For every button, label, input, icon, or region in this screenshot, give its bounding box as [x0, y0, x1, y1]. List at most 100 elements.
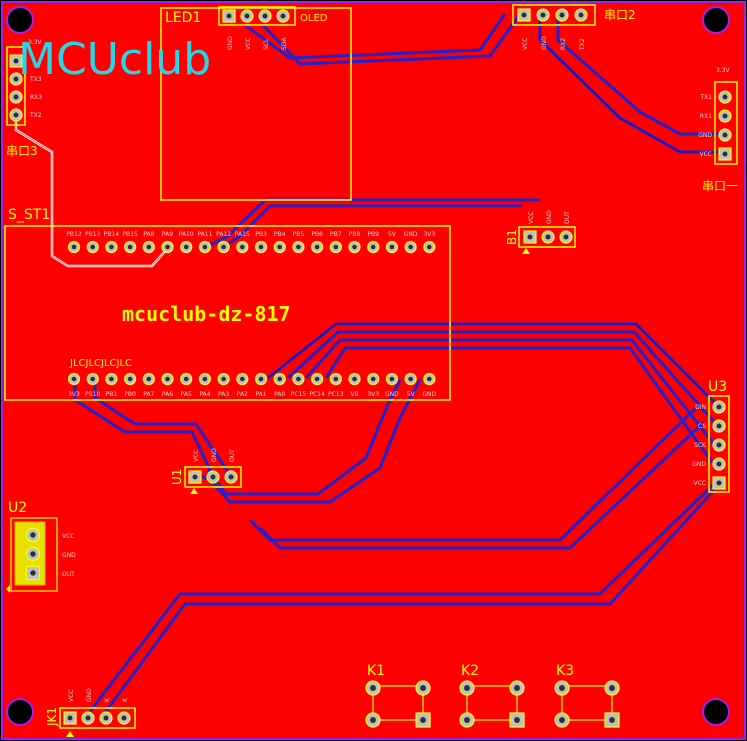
pad: [142, 240, 155, 254]
pin-label: PB12: [66, 231, 82, 238]
serial3-pads: [9, 54, 23, 122]
pad: [161, 372, 174, 386]
pin-label: GND: [541, 36, 548, 50]
pad: [385, 240, 398, 254]
pad: [404, 240, 417, 254]
pad: [509, 680, 525, 696]
push-button-k1: K1: [365, 663, 431, 728]
u2-pads: [25, 527, 41, 581]
pin-label: PA5: [181, 391, 192, 398]
pin-label: SCL: [263, 38, 270, 50]
pad: [222, 9, 236, 23]
mcu-designator: S_ST1: [8, 207, 50, 223]
button-outline: [561, 685, 613, 721]
pin-label: GND: [422, 391, 436, 398]
pin-label: PA10: [179, 231, 194, 238]
pad: [574, 8, 588, 22]
pad: [105, 372, 118, 386]
trace: [102, 486, 718, 715]
pin-label: PA0: [274, 391, 285, 398]
pad: [554, 712, 570, 728]
pin-label: TX1: [699, 94, 712, 101]
pad: [9, 90, 23, 104]
pin-label: PA6: [162, 391, 173, 398]
pad: [718, 109, 732, 123]
pin-label: 5V: [407, 391, 416, 398]
trace: [258, 420, 706, 550]
pad: [124, 372, 137, 386]
pad: [311, 240, 324, 254]
pad: [718, 147, 732, 161]
pad: [712, 457, 726, 471]
pin-label: PA9: [162, 231, 173, 238]
pin-label: VCC: [193, 450, 200, 462]
pad: [117, 711, 131, 725]
trace-centerlines: [267, 14, 724, 407]
mcu-top-pads: [67, 240, 436, 254]
b1-header-outline: [518, 226, 576, 248]
pin-label: PB1: [106, 391, 118, 398]
pin-label: TX2: [29, 112, 42, 119]
pin-label: SDA: [281, 37, 288, 50]
pin-label: PB4: [274, 231, 286, 238]
logo: MCUclub: [18, 34, 211, 85]
trace: [539, 14, 724, 153]
pin-label: PA12: [216, 231, 231, 238]
pad: [348, 372, 361, 386]
pad: [240, 9, 254, 23]
pin-label: RX1: [700, 113, 712, 120]
serial2-pads: [517, 8, 588, 22]
pin-label: PA15: [235, 231, 250, 238]
pad: [536, 8, 550, 22]
trace: [73, 378, 216, 479]
led1-designator: LED1: [165, 10, 201, 26]
serial1-pads: [718, 90, 732, 161]
pad: [236, 372, 249, 386]
pin-label: GND: [698, 132, 712, 139]
trace-highlighted-inner: [15, 114, 169, 267]
pad: [276, 9, 290, 23]
serial3-header-outline: [6, 46, 26, 126]
pin-label: VCC: [245, 38, 252, 50]
trace: [556, 14, 724, 136]
trace: [286, 330, 718, 425]
pad: [99, 711, 113, 725]
mounting-hole-bottom-right: [702, 698, 730, 726]
pad: [292, 240, 305, 254]
pin-label: PA8: [143, 231, 154, 238]
pin-label: PC15: [291, 391, 307, 398]
push-button-k3: K3: [554, 663, 620, 728]
pad: [188, 470, 202, 484]
mcu-outline: [4, 225, 451, 401]
pad: [367, 240, 380, 254]
pad: [105, 240, 118, 254]
led1-outline: [160, 7, 352, 201]
pad: [81, 711, 95, 725]
trace: [304, 338, 716, 445]
pin-label: VCC: [528, 212, 535, 224]
button-designator: K1: [367, 663, 385, 679]
serial3-designator: 串口3: [6, 144, 38, 158]
pad: [180, 372, 193, 386]
pad: [554, 680, 570, 696]
serial3-header-label: 3.3V: [28, 39, 43, 46]
board-label: mcuclub-dz-817: [122, 302, 291, 326]
pad: [367, 372, 380, 386]
pad: [9, 54, 23, 68]
pin-label: TX2: [579, 38, 586, 51]
serial2-header-outline: [512, 4, 596, 26]
pad: [348, 240, 361, 254]
pin-label: DIN: [695, 404, 706, 411]
b1-pads: [523, 230, 573, 244]
pad: [25, 565, 41, 581]
pin-label: K: [104, 697, 111, 702]
mcu-marking: JLCJLCJLCJLC: [69, 358, 132, 369]
